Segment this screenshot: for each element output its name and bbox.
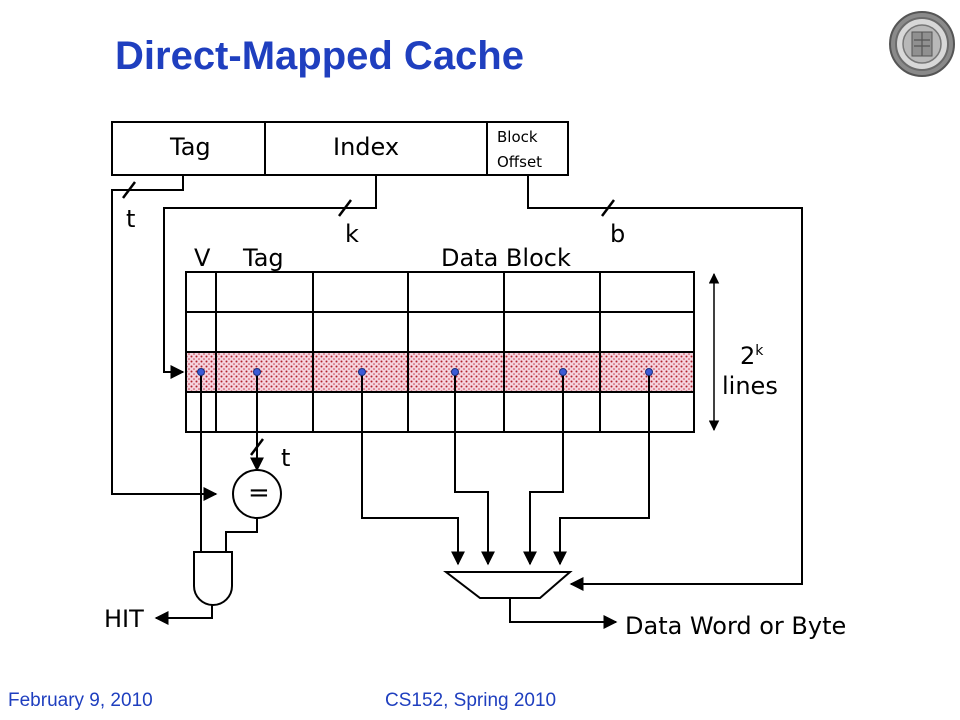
- index-wire: [163, 175, 377, 379]
- tag-column-header: Tag: [243, 244, 284, 272]
- compare-tag-width-label: t: [281, 444, 291, 472]
- hit-wire: [154, 604, 213, 625]
- cache-array: [185, 271, 695, 433]
- output-label: Data Word or Byte: [625, 612, 847, 640]
- comparator-label: =: [248, 478, 270, 508]
- compare-out-wire: [225, 518, 258, 552]
- wires: [111, 175, 803, 629]
- multiplexer: [443, 571, 573, 599]
- address-tag-label: Tag: [170, 133, 211, 161]
- output-wire: [509, 598, 618, 629]
- lines-word-label: lines: [722, 372, 778, 400]
- lines-count-label: 2k: [740, 344, 763, 368]
- tag-width-label: t: [126, 205, 136, 233]
- tag-comparator: [232, 469, 282, 519]
- lines-exponent: k: [755, 343, 764, 359]
- width-slashes: [122, 181, 615, 456]
- selected-cache-line: [186, 352, 694, 392]
- slide-title: Direct-Mapped Cache: [115, 34, 524, 78]
- data-word-wire-0: [361, 372, 465, 566]
- hit-label: HIT: [104, 605, 144, 633]
- index-width-label: k: [345, 220, 359, 248]
- address-offset-label-1: Block: [497, 128, 538, 146]
- data-word-wire-2: [523, 372, 564, 566]
- and-gate: [193, 551, 233, 606]
- data-word-wire-3: [553, 372, 650, 566]
- tap-dots: [197, 368, 653, 376]
- footer-date: February 9, 2010: [8, 690, 153, 711]
- address-index-label: Index: [333, 133, 400, 161]
- offset-wire: [527, 175, 803, 591]
- data-word-wire-1: [454, 372, 495, 566]
- tag-wire: [111, 175, 218, 501]
- footer-course: CS152, Spring 2010: [385, 690, 557, 711]
- university-seal-icon: [889, 11, 955, 77]
- address-offset-label-2: Offset: [497, 153, 543, 171]
- address-register: [111, 121, 569, 176]
- lines-base: 2: [740, 342, 756, 370]
- data-block-column-header: Data Block: [441, 244, 571, 272]
- offset-width-label: b: [610, 220, 626, 248]
- valid-column-header: V: [194, 244, 211, 272]
